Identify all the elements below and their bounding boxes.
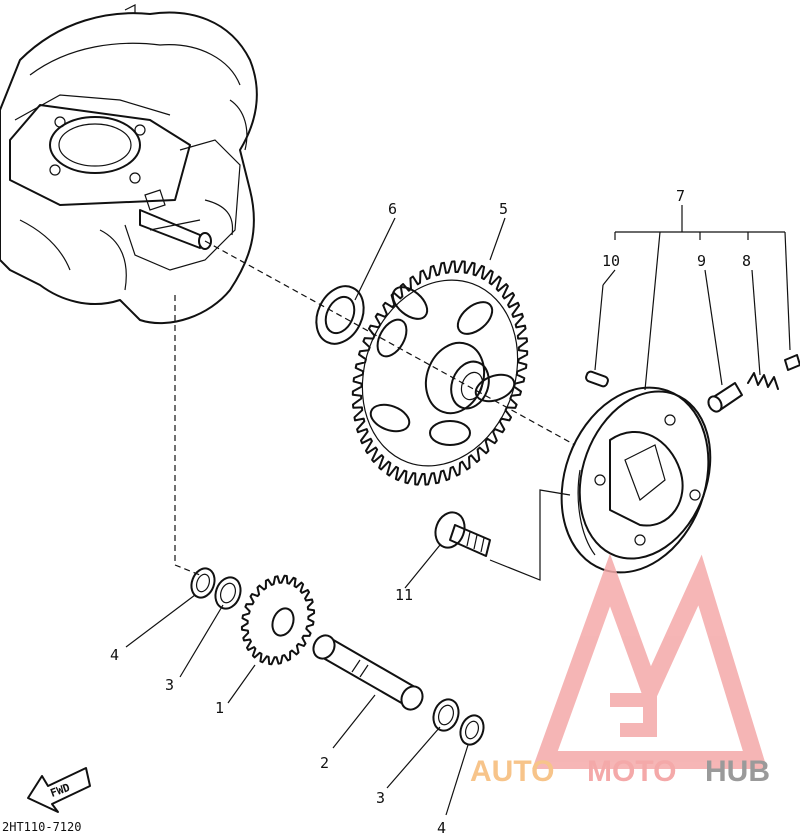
watermark-moto: MOTO bbox=[587, 755, 676, 788]
gear5-lightening-hole bbox=[369, 403, 411, 433]
callout-11: 11 bbox=[395, 586, 413, 604]
callout-6: 6 bbox=[388, 200, 397, 218]
pin bbox=[585, 370, 609, 388]
gear5-lightening-hole bbox=[429, 420, 471, 446]
gear bbox=[240, 574, 316, 666]
callout-5: 5 bbox=[499, 200, 508, 218]
callout-bracket-7 bbox=[594, 205, 791, 391]
bolt bbox=[434, 511, 491, 557]
gear5-lightening-hole bbox=[376, 318, 408, 358]
watermark-hub: HUB bbox=[705, 755, 770, 788]
washer-right bbox=[432, 698, 460, 732]
gear1-teeth bbox=[240, 574, 316, 666]
starter-clutch-assembly bbox=[560, 386, 712, 574]
shaft bbox=[312, 634, 424, 711]
centerline-main bbox=[204, 240, 576, 446]
gear5-boss bbox=[424, 341, 486, 415]
callout-8: 8 bbox=[742, 252, 751, 270]
washer-6 bbox=[315, 285, 365, 345]
gear5-teeth bbox=[351, 260, 529, 486]
circlip-left bbox=[190, 567, 216, 599]
gear1-bore bbox=[271, 607, 295, 637]
callout-1: 1 bbox=[215, 699, 224, 717]
leader-lines bbox=[125, 217, 616, 816]
callout-10: 10 bbox=[602, 252, 620, 270]
callout-3-right: 3 bbox=[376, 789, 385, 807]
gear5-web bbox=[361, 279, 519, 467]
gear5-lightening-hole bbox=[474, 373, 516, 403]
callout-3-left: 3 bbox=[165, 676, 174, 694]
gear5-hub-outer bbox=[450, 360, 490, 410]
watermark-text: AUTO MOTO HUB bbox=[470, 755, 770, 788]
circlip-right bbox=[459, 714, 485, 746]
callout-2: 2 bbox=[320, 754, 329, 772]
centerline-vertical bbox=[174, 295, 201, 576]
callout-4-right: 4 bbox=[437, 819, 446, 833]
callout-9: 9 bbox=[697, 252, 706, 270]
logo-triangle bbox=[532, 553, 768, 769]
gear5-bore bbox=[460, 371, 484, 401]
fwd-arrow: FWD bbox=[27, 767, 91, 813]
starter-wheel-gear bbox=[351, 260, 529, 486]
spring-cap bbox=[747, 354, 800, 390]
watermark-logo bbox=[532, 553, 768, 769]
crankcase-outline bbox=[0, 4, 258, 325]
bolt-guide-line bbox=[489, 489, 571, 581]
logo-inner-mark bbox=[610, 693, 657, 737]
washer-left bbox=[214, 576, 242, 610]
callout-4-left: 4 bbox=[110, 646, 119, 664]
drawing-code: 2HT110-7120 bbox=[2, 820, 81, 833]
callout-7: 7 bbox=[676, 187, 685, 205]
gear5-lightening-hole bbox=[456, 301, 494, 335]
gear5-lightening-hole bbox=[391, 286, 429, 320]
watermark-auto: AUTO bbox=[470, 755, 554, 788]
roller bbox=[707, 382, 743, 413]
